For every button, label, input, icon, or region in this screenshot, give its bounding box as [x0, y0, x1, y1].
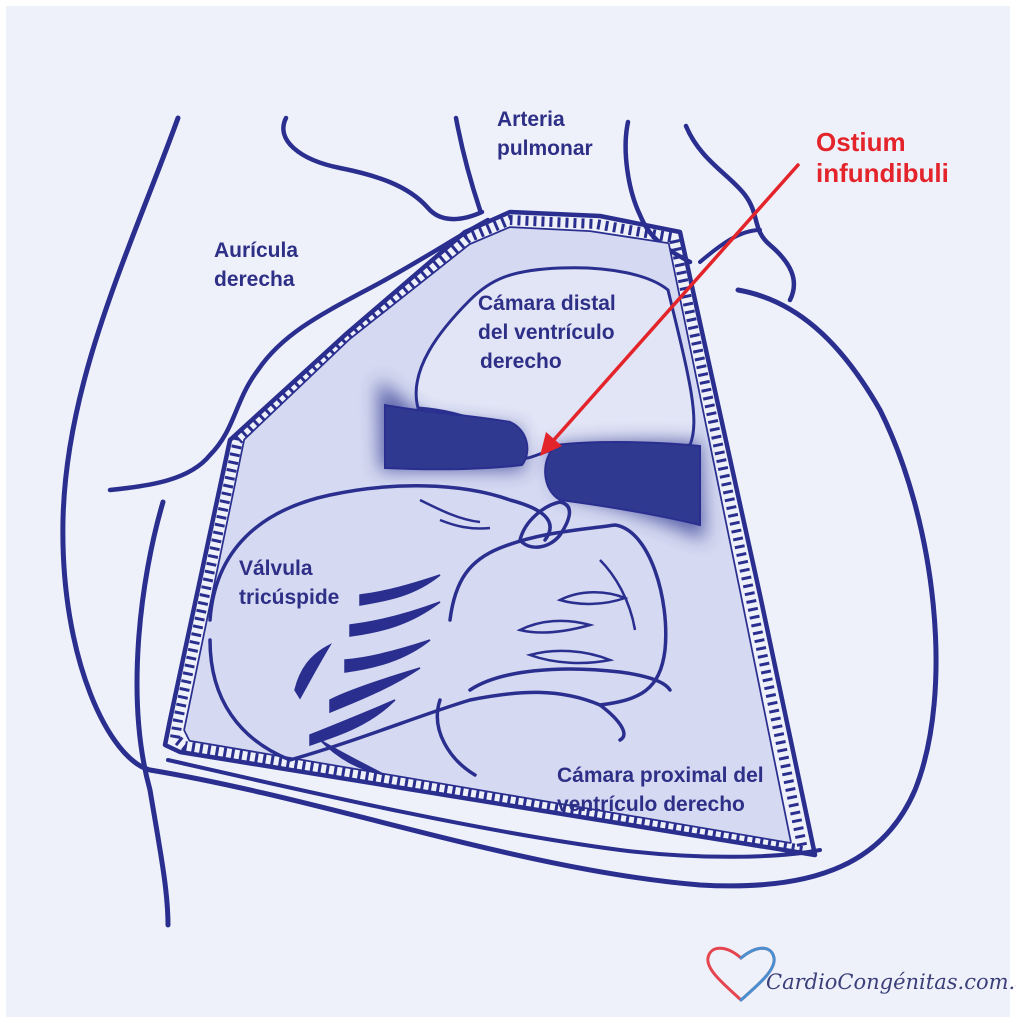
label-ostium-infundibuli: Ostium infundibuli — [816, 127, 949, 189]
label-distal-chamber: Cámara distal del ventrículo derecho — [478, 289, 616, 376]
watermark-text: CardioCongénitas.com.ar — [766, 970, 1016, 994]
label-proximal-chamber: Cámara proximal del ventrículo derecho — [557, 761, 764, 819]
label-pulmonary-artery: Arteria pulmonar — [497, 105, 593, 163]
label-tricuspid-valve: Válvula tricúspide — [239, 554, 339, 612]
label-right-atrium: Aurícula derecha — [214, 236, 298, 294]
